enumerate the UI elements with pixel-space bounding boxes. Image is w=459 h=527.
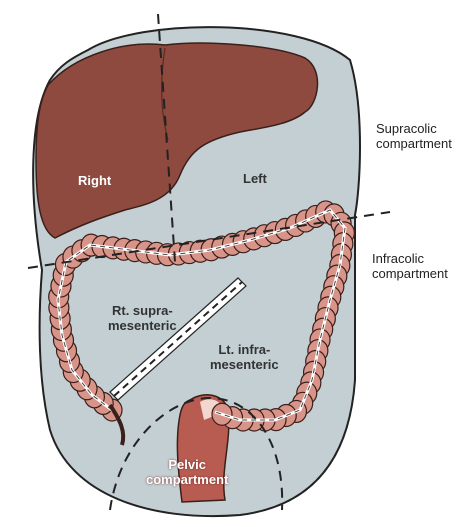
liver xyxy=(35,42,319,239)
label-infracolic-compartment: Infracolic compartment xyxy=(372,251,448,281)
label-lt-inframesenteric: Lt. infra- mesenteric xyxy=(210,342,279,372)
label-rt-supramesenteric: Rt. supra- mesenteric xyxy=(108,303,177,333)
label-pelvic-compartment: Pelvic compartment xyxy=(146,457,229,487)
mesenteric-root-dashes xyxy=(113,281,243,397)
colon xyxy=(48,200,355,446)
label-right: Right xyxy=(78,173,112,188)
appendix xyxy=(108,403,126,446)
falciform-line xyxy=(160,47,169,141)
label-supracolic-compartment: Supracolic compartment xyxy=(376,121,452,151)
midline-dashed xyxy=(157,13,176,263)
colon-taenia-dashes xyxy=(57,209,346,421)
label-left: Left xyxy=(243,171,267,186)
pelvic-dashed-arc xyxy=(109,396,284,511)
